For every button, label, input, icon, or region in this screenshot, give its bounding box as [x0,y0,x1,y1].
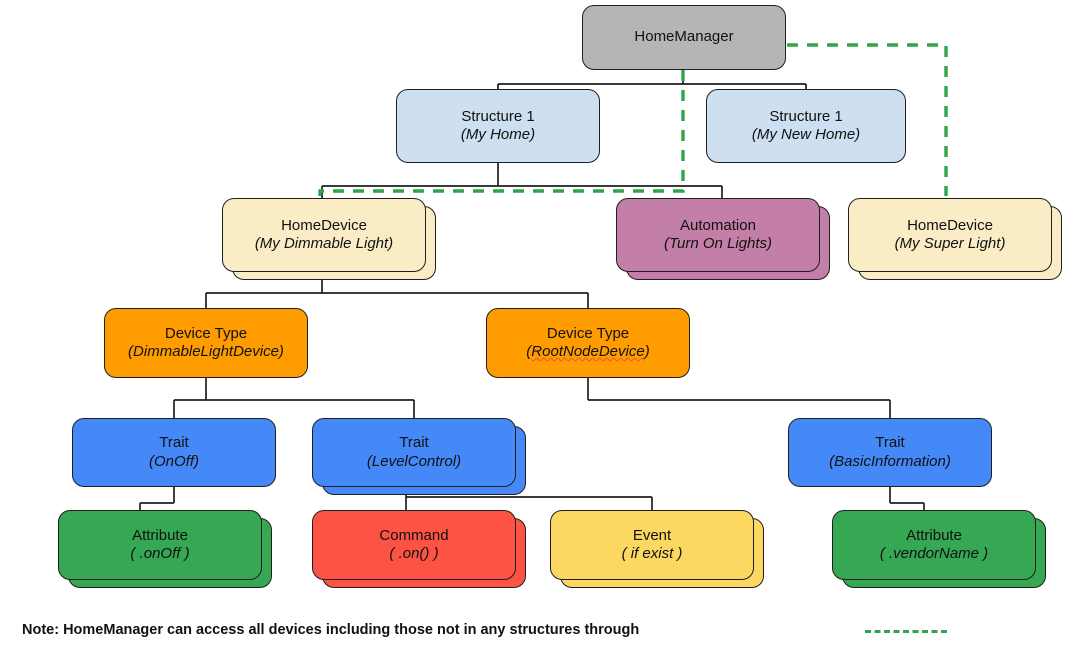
node-trait-levelcontrol-title: Trait [399,434,429,452]
node-home-manager[interactable]: HomeManager [582,5,786,70]
node-trait-levelcontrol[interactable]: Trait (LevelControl) [312,418,516,487]
node-structure-my-home-subtitle: (My Home) [460,126,536,143]
node-command-on-title: Command [379,526,449,544]
node-structure-my-new-home[interactable]: Structure 1 (My New Home) [706,89,906,163]
node-trait-levelcontrol-subtitle: (LevelControl) [366,452,462,470]
node-automation-title: Automation [680,216,756,234]
node-attribute-onoff[interactable]: Attribute ( .onOff ) [58,510,262,580]
node-event-subtitle: ( if exist ) [621,545,683,562]
node-device-type-root-node-device[interactable]: Device Type (RootNodeDevice) [486,308,690,378]
node-attribute-onoff-title: Attribute [132,526,188,544]
paren-close: ) [644,343,650,360]
node-automation-subtitle: (Turn On Lights) [663,235,773,252]
node-structure-my-new-home-title: Structure 1 [769,107,843,125]
node-structure-my-home-title: Structure 1 [461,107,535,125]
node-attribute-onoff-subtitle: ( .onOff ) [130,545,190,562]
node-automation-turn-on-lights[interactable]: Automation (Turn On Lights) [616,198,820,272]
node-attribute-vendorname-subtitle: ( .vendorName ) [879,545,989,562]
node-trait-basicinformation-subtitle: (BasicInformation) [829,452,951,470]
node-home-device-dimmable-title: HomeDevice [281,216,367,234]
node-event-if-exist[interactable]: Event ( if exist ) [550,510,754,580]
node-structure-my-home[interactable]: Structure 1 (My Home) [396,89,600,163]
node-trait-onoff-title: Trait [159,434,189,452]
node-home-device-dimmable-subtitle: (My Dimmable Light) [254,235,394,252]
node-trait-basicinformation-title: Trait [875,434,905,452]
node-trait-onoff-subtitle: (OnOff) [148,452,199,470]
node-home-device-super[interactable]: HomeDevice (My Super Light) [848,198,1052,272]
node-attribute-vendorname-title: Attribute [906,526,962,544]
node-trait-basicinformation[interactable]: Trait (BasicInformation) [788,418,992,487]
node-structure-my-new-home-subtitle: (My New Home) [751,126,861,143]
node-device-type-dimmable-title: Device Type [164,324,248,342]
node-home-manager-title: HomeManager [634,28,734,46]
node-home-device-super-subtitle: (My Super Light) [894,235,1006,252]
node-attribute-vendorname[interactable]: Attribute ( .vendorName ) [832,510,1036,580]
node-command-on-subtitle: ( .on() ) [389,545,439,562]
node-command-on[interactable]: Command ( .on() ) [312,510,516,580]
node-device-type-rootnode-subtitle: (RootNodeDevice) [526,343,649,361]
node-event-title: Event [632,526,672,544]
footnote-dashed-legend-icon [865,630,947,633]
spellcheck-term: RootNodeDevice [531,343,645,360]
node-device-type-rootnode-title: Device Type [546,324,630,342]
node-device-type-dimmable-light-device[interactable]: Device Type (DimmableLightDevice) [104,308,308,378]
paren-open: ( [526,343,532,360]
node-home-device-super-title: HomeDevice [907,216,993,234]
node-device-type-dimmable-subtitle: (DimmableLightDevice) [128,343,284,360]
footnote-text: Note: HomeManager can access all devices… [22,622,640,638]
node-trait-onoff[interactable]: Trait (OnOff) [72,418,276,487]
node-home-device-dimmable[interactable]: HomeDevice (My Dimmable Light) [222,198,426,272]
